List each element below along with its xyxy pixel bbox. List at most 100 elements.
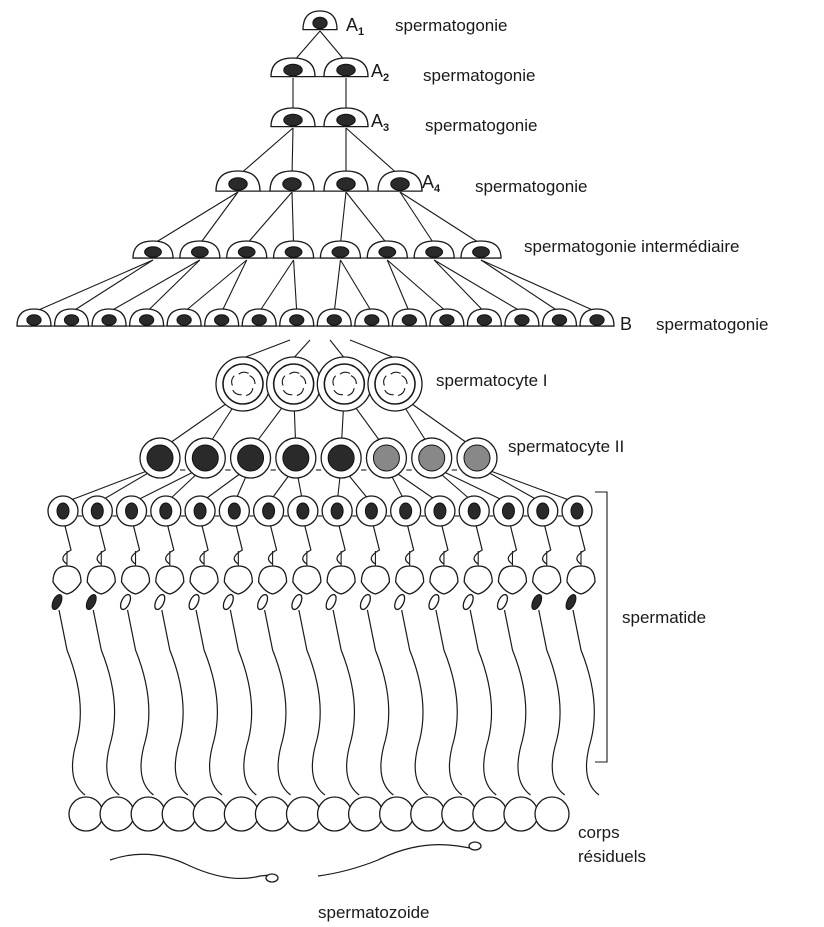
early-tail: [439, 525, 449, 565]
cell-spermatide-elongated: [428, 551, 463, 796]
residual-body: [534, 796, 570, 832]
residual-body: [503, 796, 539, 832]
nucleus: [336, 113, 356, 127]
nucleus: [418, 444, 446, 472]
cell-b: [279, 308, 315, 327]
cytoplasm: [257, 565, 288, 595]
nucleus: [378, 246, 397, 258]
spermatozoon-head: [265, 873, 279, 883]
cell-spermatide-elongated: [565, 551, 600, 796]
early-tail: [404, 525, 415, 565]
cytoplasm: [120, 565, 151, 595]
nucleus: [101, 314, 117, 326]
cell-spermatocyte1: [367, 356, 423, 412]
nucleus: [251, 314, 267, 326]
cytoplasm: [52, 565, 82, 595]
nucleus: [463, 444, 491, 472]
chromosome: [246, 388, 254, 397]
nucleus: [372, 444, 400, 472]
centriole: [194, 437, 212, 442]
centriole: [330, 437, 348, 442]
nucleus: [399, 502, 413, 520]
chromosome: [296, 388, 305, 397]
cell-b: [53, 308, 90, 327]
sperm-head: [119, 593, 132, 611]
cell-spermatide-elongated: [85, 551, 120, 796]
nucleus: [125, 502, 139, 520]
residual-body: [347, 796, 384, 832]
cell-spermatocyte2: [229, 437, 272, 479]
nucleus: [282, 444, 310, 472]
lineage-line: [33, 259, 154, 313]
cell-intermediate: [460, 240, 502, 259]
nucleus: [336, 177, 356, 191]
cell-spermatide-elongated: [531, 551, 566, 796]
lineage-connectors: [33, 30, 598, 504]
nucleus: [272, 363, 315, 405]
nucleus: [63, 314, 80, 326]
cell-spermatide-elongated: [119, 551, 154, 796]
cell-b: [391, 308, 427, 327]
nucleus: [439, 314, 455, 326]
cell-spermatide-round: [252, 495, 285, 565]
nucleus: [514, 314, 530, 326]
lineage-line: [399, 191, 482, 245]
sperm-head: [85, 594, 97, 610]
nucleus: [176, 314, 192, 326]
lineage-line: [319, 30, 347, 63]
a2-stage-code: A2: [371, 61, 389, 84]
nucleus: [296, 502, 310, 520]
lineage-line: [183, 259, 248, 313]
cell-spermatocyte2: [139, 437, 181, 479]
label-a3-spermatogonie: spermatogonie: [425, 116, 537, 135]
cytoplasm: [223, 565, 253, 595]
residual-body: [316, 796, 353, 832]
sperm-tail: [126, 609, 154, 796]
sperm-tail: [332, 609, 360, 796]
cell-spermatide-round: [424, 495, 456, 565]
cell-spermatide-elongated: [291, 551, 326, 796]
spermatozoon-tail: [317, 844, 471, 877]
sperm-tail: [58, 609, 86, 796]
cell-spermatide-elongated: [394, 551, 429, 796]
spermatozoon-head: [468, 841, 482, 851]
lineage-line: [386, 259, 448, 313]
nucleus: [401, 314, 417, 326]
nucleus: [284, 246, 303, 258]
sperm-head: [565, 594, 577, 610]
nucleus: [214, 314, 230, 326]
cell-intermediate: [226, 240, 268, 259]
cytoplasm: [566, 565, 596, 595]
cell-spermatide-round: [184, 495, 216, 565]
early-tail: [507, 525, 518, 565]
sperm-tail: [92, 609, 120, 796]
cell-spermatocyte2: [411, 437, 453, 479]
lineage-line: [108, 259, 201, 313]
lineage-line: [349, 339, 396, 359]
nucleus: [326, 314, 342, 326]
nucleus: [330, 502, 344, 520]
chromosome: [281, 375, 286, 386]
early-tail: [336, 525, 346, 565]
cell-spermatocyte2: [275, 437, 317, 479]
sperm-head: [531, 594, 543, 610]
cell-spermatocyte1: [266, 356, 322, 412]
lineage-line: [386, 259, 410, 313]
early-tail: [233, 525, 244, 565]
lineage-line: [62, 465, 161, 504]
nucleus: [262, 502, 276, 520]
nucleus: [551, 314, 568, 326]
lineage-line: [146, 259, 201, 313]
cell-a2: [323, 57, 369, 78]
lineage-line: [291, 127, 294, 177]
cell-spermatide-round: [81, 495, 113, 565]
centriole: [240, 437, 257, 442]
cell-b: [241, 308, 277, 327]
cell-b: [429, 308, 465, 327]
nucleus: [138, 314, 155, 326]
nucleus: [144, 246, 162, 258]
nucleus: [425, 246, 444, 258]
cell-b: [504, 308, 540, 327]
nucleus: [146, 444, 174, 472]
residual-body: [68, 796, 104, 832]
